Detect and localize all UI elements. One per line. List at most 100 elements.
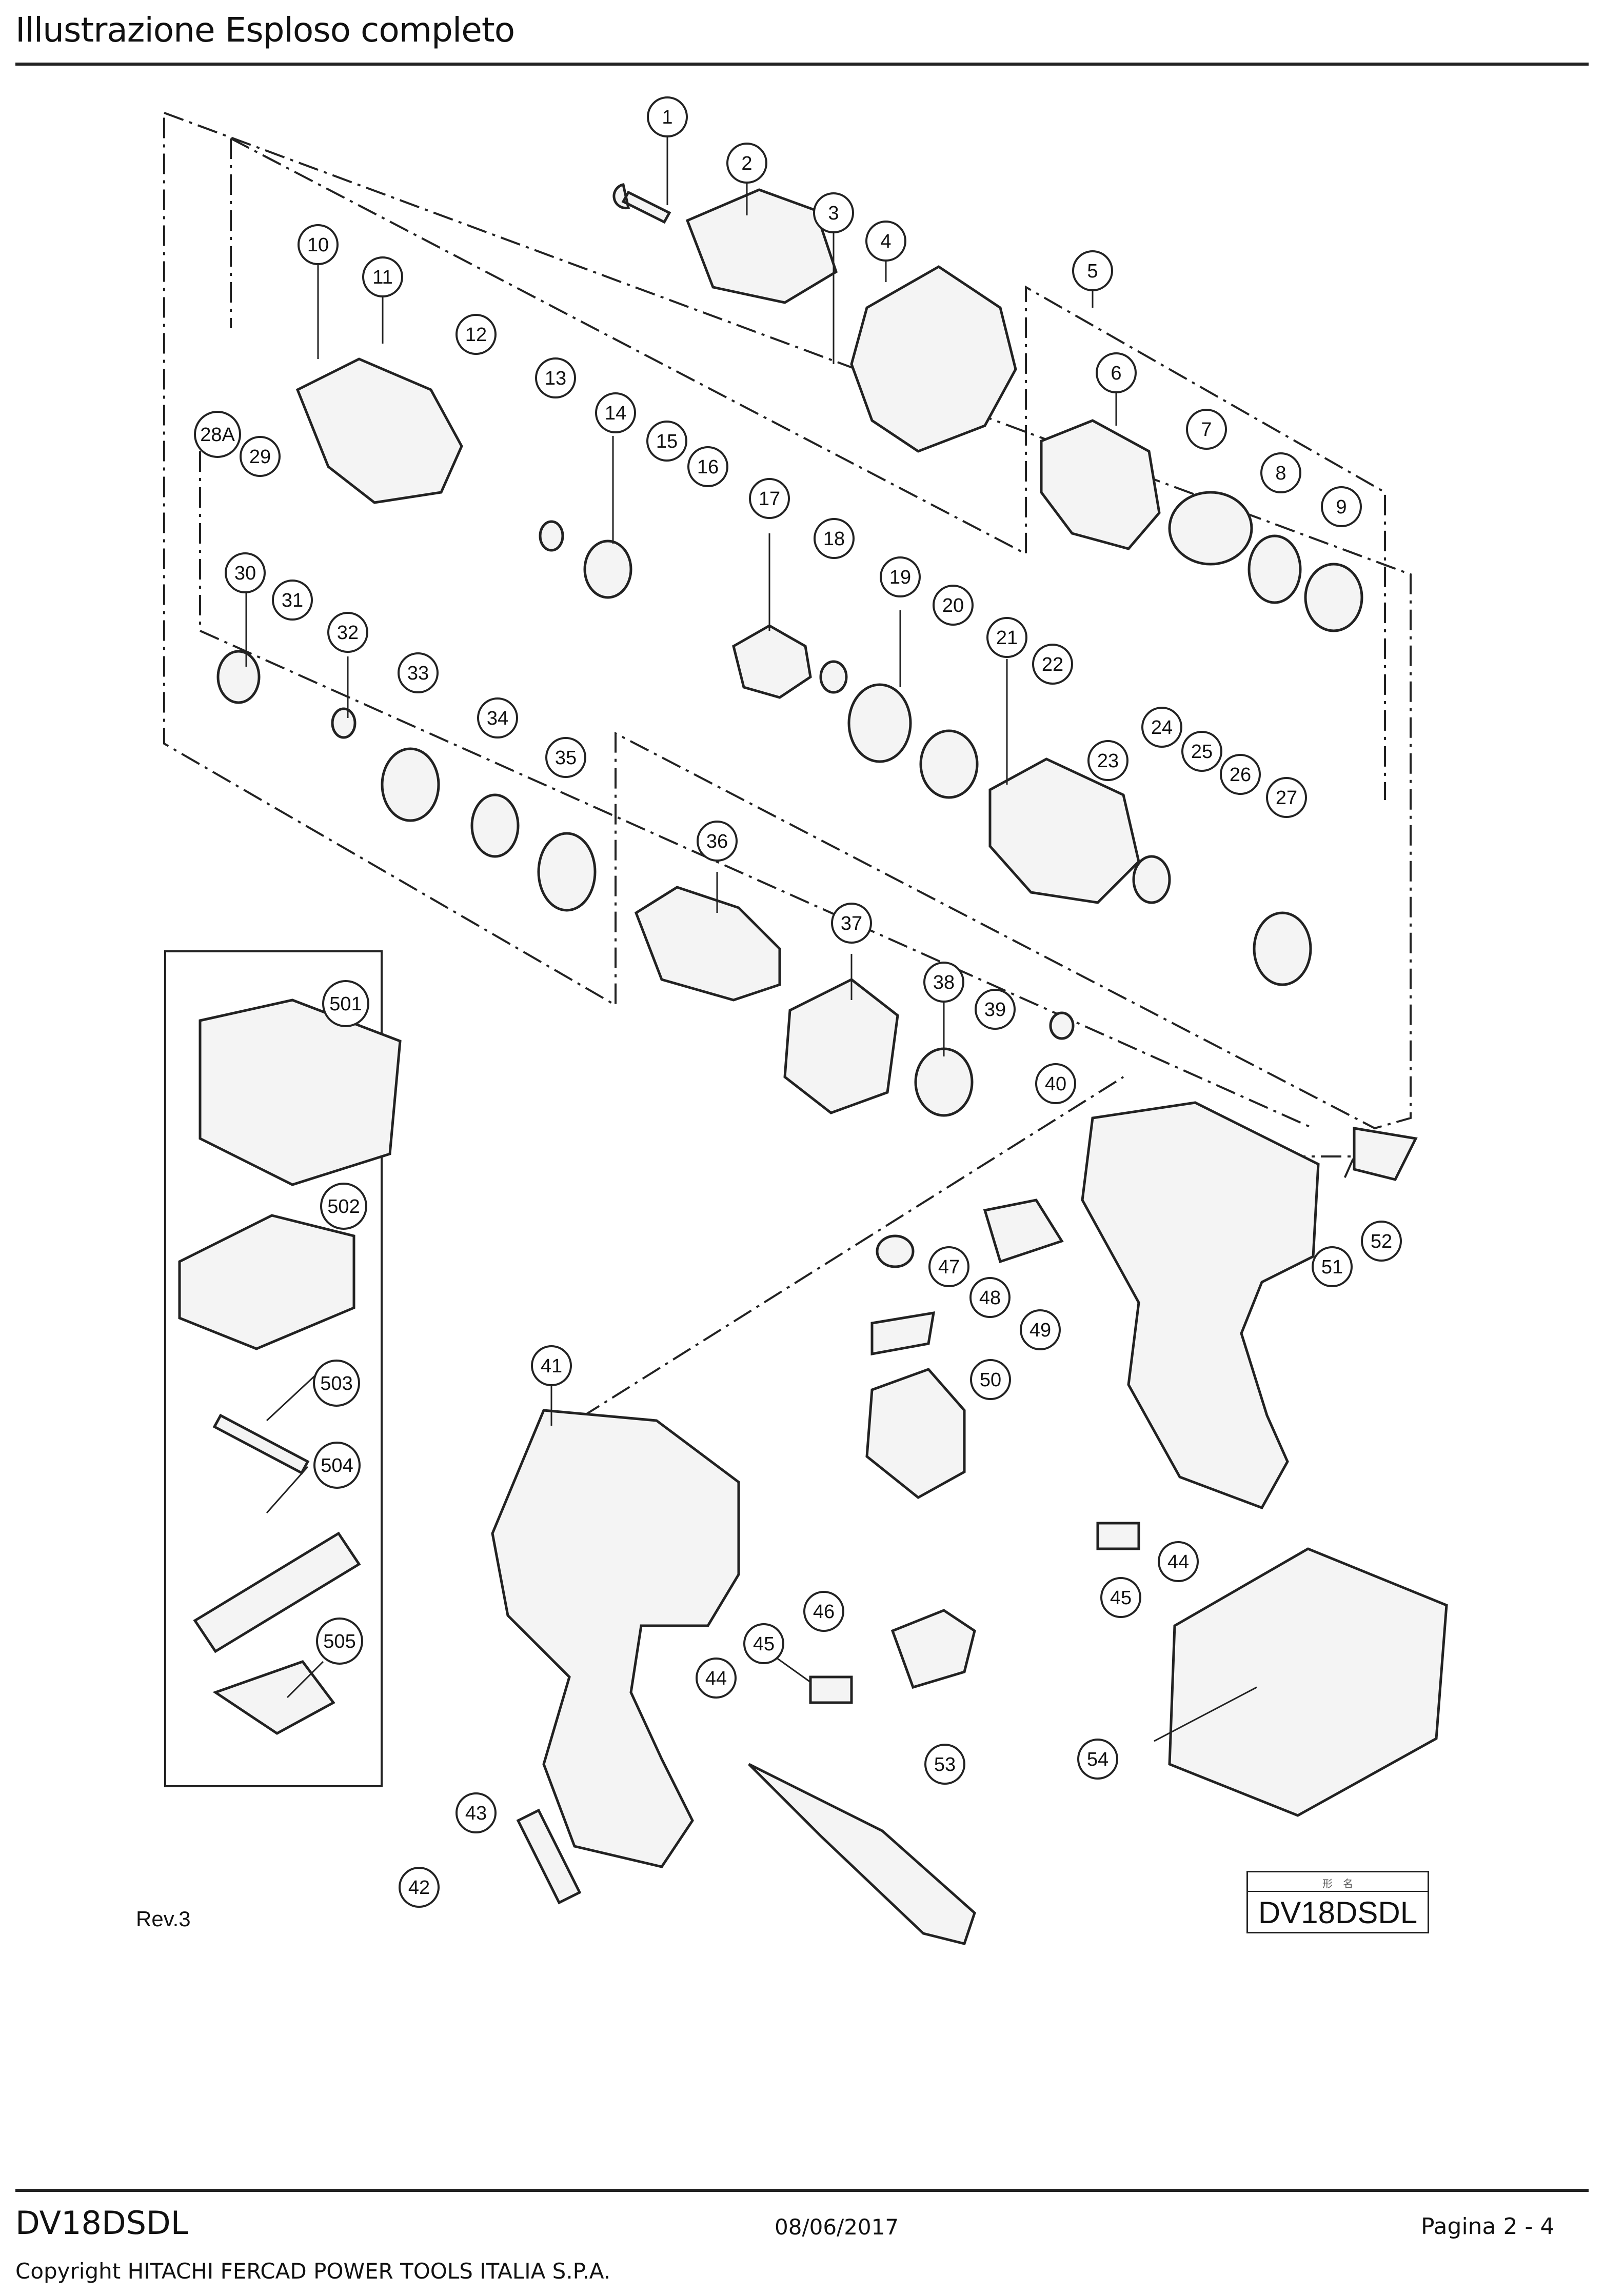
callout-circle <box>1220 754 1261 795</box>
callout-1: 1 <box>647 96 688 137</box>
callout-label: 23 <box>1097 750 1119 772</box>
callout-circle <box>362 256 403 297</box>
callout-53: 53 <box>924 1744 965 1785</box>
callout-circle <box>687 446 728 487</box>
callout-502: 502 <box>320 1183 367 1230</box>
callout-label: 501 <box>329 993 362 1015</box>
part-nut-14 <box>583 540 632 599</box>
callout-label: 8 <box>1275 463 1286 484</box>
callout-4: 4 <box>865 221 906 262</box>
callout-circle <box>399 1867 440 1908</box>
callout-3: 3 <box>813 192 854 233</box>
part-ring-35 <box>537 832 597 912</box>
callout-label: 47 <box>938 1256 960 1278</box>
callout-25: 25 <box>1181 731 1222 772</box>
callout-label: 31 <box>282 590 303 611</box>
header-rule <box>15 63 1589 66</box>
callout-circle <box>880 556 921 597</box>
callout-label: 30 <box>234 563 256 584</box>
callout-circle <box>298 224 339 265</box>
part-battery <box>1168 1547 1448 1817</box>
part-washer-20 <box>919 729 979 799</box>
callout-49: 49 <box>1020 1309 1061 1350</box>
part-washer-34 <box>470 793 520 858</box>
callout-circle <box>1032 644 1073 685</box>
part-charger-502 <box>178 1214 355 1350</box>
callout-label: 28A <box>200 424 235 446</box>
callout-31: 31 <box>272 580 313 621</box>
callout-33: 33 <box>398 652 439 693</box>
callout-label: 24 <box>1151 717 1173 738</box>
callout-8: 8 <box>1260 452 1301 493</box>
callout-label: 53 <box>934 1754 956 1775</box>
callout-group: 1234567891011121314151617181920212223242… <box>194 96 1402 1908</box>
part-ring-33 <box>381 747 440 822</box>
callout-label: 41 <box>541 1355 562 1377</box>
callout-label: 48 <box>979 1287 1001 1309</box>
callout-circle <box>1035 1063 1076 1104</box>
part-washer-13 <box>539 520 564 552</box>
callout-45: 45 <box>743 1623 784 1664</box>
part-hook-43 <box>516 1808 582 1905</box>
callout-12: 12 <box>456 314 497 355</box>
callout-label: 36 <box>706 831 728 852</box>
callout-label: 2 <box>741 153 752 174</box>
callout-label: 13 <box>545 368 566 389</box>
frame-housing <box>1285 1155 1356 1180</box>
callout-label: 503 <box>320 1373 352 1394</box>
part-spindle <box>295 357 463 504</box>
part-magnet-45b <box>1096 1522 1140 1550</box>
part-ring-6 <box>1040 419 1161 550</box>
part-plate-52 <box>1353 1127 1418 1181</box>
part-carrier-25 <box>1132 855 1171 904</box>
callout-label: 6 <box>1111 363 1121 384</box>
frame-outer <box>163 112 1412 1130</box>
accessory-frame <box>164 950 383 1787</box>
model-label-separator <box>1248 1891 1428 1892</box>
frame-lower <box>199 451 1314 1129</box>
part-ring-27 <box>1253 911 1312 986</box>
callout-circle <box>749 478 790 519</box>
callout-30: 30 <box>225 552 266 593</box>
callout-9: 9 <box>1321 486 1362 527</box>
callout-circle <box>813 192 854 233</box>
callout-circle <box>531 1345 572 1386</box>
callout-circle <box>1158 1541 1199 1582</box>
callout-50: 50 <box>970 1359 1011 1400</box>
part-hook-505 <box>212 1660 335 1735</box>
part-spring-8 <box>1247 534 1302 604</box>
callout-circle <box>194 411 241 458</box>
frame-handle <box>550 1076 1124 1437</box>
part-case-21 <box>988 757 1140 904</box>
callout-5: 5 <box>1072 250 1113 291</box>
callout-45: 45 <box>1100 1577 1141 1618</box>
part-gear-30 <box>216 650 261 704</box>
callout-label: 46 <box>813 1601 835 1623</box>
callout-circle <box>1181 731 1222 772</box>
callout-circle <box>924 1744 965 1785</box>
callout-circle <box>1266 777 1307 818</box>
callout-32: 32 <box>327 612 368 653</box>
callout-circle <box>970 1359 1011 1400</box>
callout-39: 39 <box>975 989 1016 1030</box>
callout-circle <box>398 652 439 693</box>
part-bit-503 <box>212 1413 310 1475</box>
part-grip-504 <box>193 1531 361 1653</box>
callout-label: 22 <box>1042 654 1063 675</box>
callout-circle <box>1087 740 1128 781</box>
footer-date: 08/06/2017 <box>775 2214 899 2240</box>
callout-46: 46 <box>803 1591 844 1632</box>
callout-circle <box>646 421 687 462</box>
part-harness <box>890 1609 976 1689</box>
callout-501: 501 <box>322 980 369 1027</box>
callout-circle <box>975 989 1016 1030</box>
callout-circle <box>456 1792 497 1833</box>
callout-42: 42 <box>399 1867 440 1908</box>
callout-circle <box>743 1623 784 1664</box>
callout-circle <box>865 221 906 262</box>
callout-14: 14 <box>595 392 636 433</box>
callout-label: 1 <box>662 107 672 128</box>
callout-label: 502 <box>327 1196 360 1217</box>
callout-circle <box>1020 1309 1061 1350</box>
callout-circle <box>969 1277 1011 1318</box>
